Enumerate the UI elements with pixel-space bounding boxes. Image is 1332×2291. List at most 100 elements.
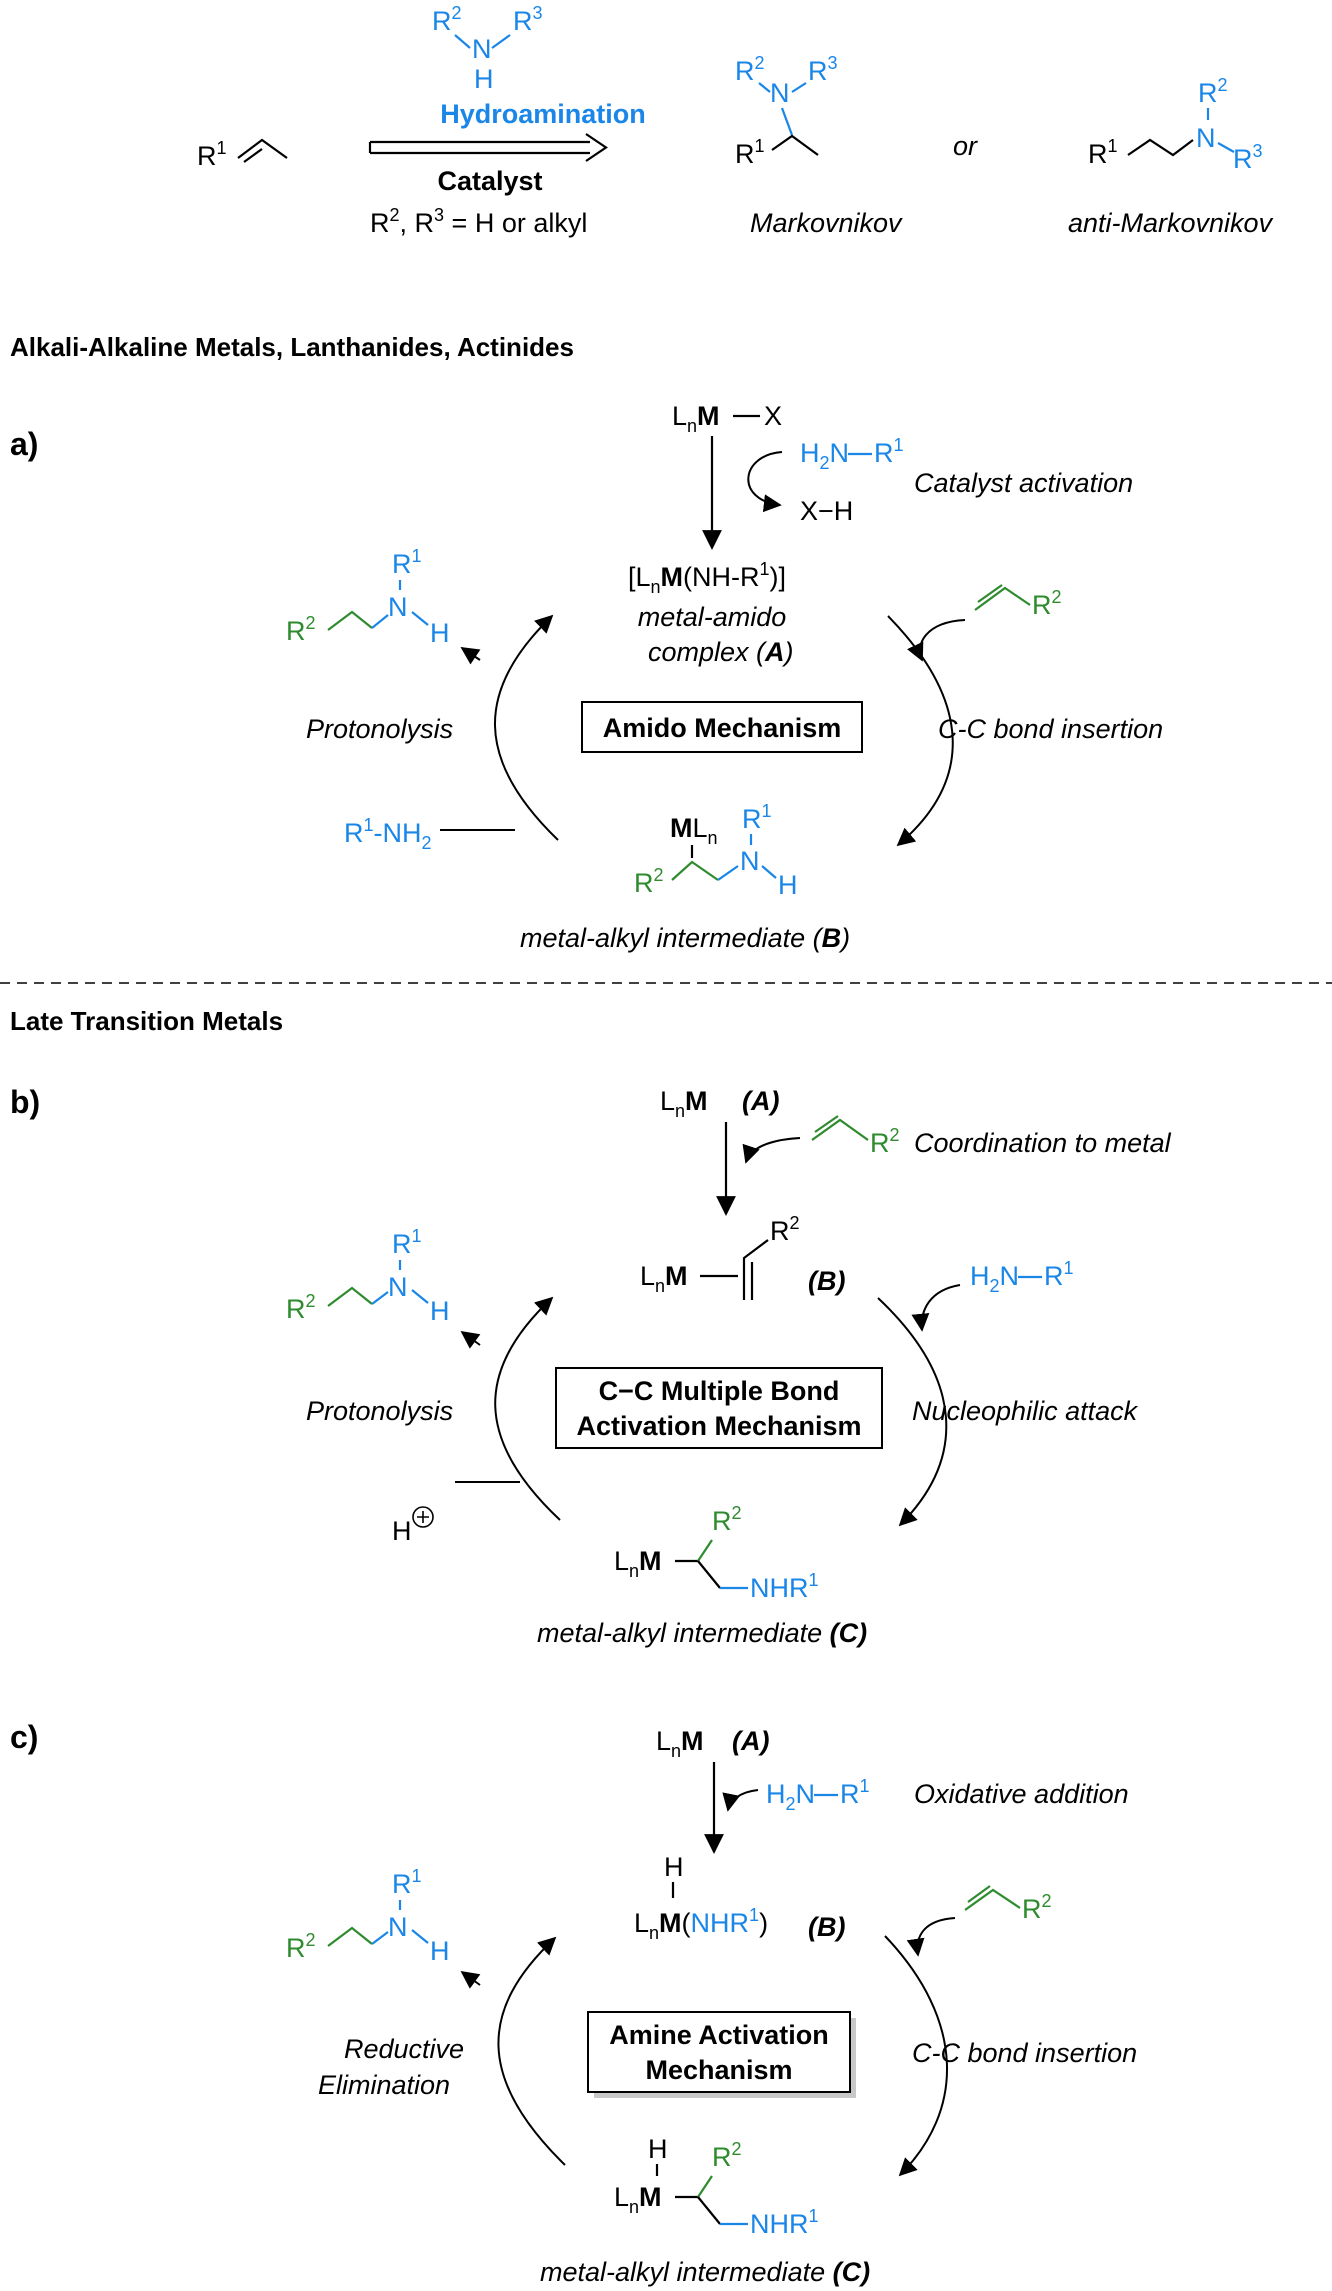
svg-text:H: H (664, 1852, 684, 1882)
nucleophilic-attack-label-b: Nucleophilic attack (912, 1396, 1139, 1426)
primary-amine-reagent-c: H2N (766, 1779, 815, 1814)
mechanism-box-b (555, 1367, 883, 1449)
byproduct-xh: X−H (800, 496, 853, 526)
mechanism-box-a (581, 701, 863, 753)
cycle-arc-left-a (494, 614, 559, 841)
svg-text:R2: R2 (712, 2139, 742, 2172)
panel-c: c) LnM (A) H2N R1 Oxidative addition H L… (10, 1719, 1137, 2287)
svg-text:R1: R1 (840, 1776, 870, 1809)
metal-amido-complex: [LnM(NH-R1)] (628, 559, 786, 597)
section-title-alkali: Alkali-Alkaline Metals, Lanthanides, Act… (10, 332, 574, 362)
alkene-reagent-c: R2 (1022, 1891, 1052, 1924)
catalyst-letter-c: (A) (732, 1726, 769, 1756)
amine-reagent-structure: R2 N H R3 (432, 3, 543, 94)
primary-amine-reagent-b: H2N (970, 1261, 1019, 1296)
svg-text:R2: R2 (1032, 587, 1062, 620)
catalyst-lnm-c: LnM (656, 1726, 704, 1761)
pi-complex-b: LnM R2 (640, 1213, 800, 1300)
svg-text:R2: R2 (286, 613, 316, 646)
mechanism-title-b-2: Activation Mechanism (576, 1411, 861, 1441)
svg-text:LnM: LnM (640, 1261, 688, 1296)
svg-text:MLn: MLn (670, 813, 718, 848)
complex-a-name-1: metal-amido (638, 602, 787, 632)
protonolysis-label-b: Protonolysis (306, 1396, 453, 1426)
or-label: or (953, 131, 978, 161)
svg-text:R2: R2 (712, 1503, 742, 1536)
svg-text:LnM: LnM (614, 2182, 662, 2217)
pi-complex-letter-b: (B) (808, 1266, 845, 1296)
svg-text:R2: R2 (634, 865, 664, 898)
svg-text:X: X (764, 401, 782, 431)
protonolysis-label-a: Protonolysis (306, 714, 453, 744)
intermediate-label-a: metal-alkyl intermediate (B) (520, 923, 850, 953)
mechanism-title-c-1: Amine Activation (609, 2020, 829, 2050)
svg-text:R1: R1 (735, 136, 765, 169)
catalyst-label: Catalyst (437, 166, 542, 196)
svg-text:N: N (472, 34, 492, 64)
svg-text:R2: R2 (770, 1213, 800, 1246)
header-reaction: R1 R2 N H R3 Hydroamination Catalyst R2,… (197, 3, 1274, 238)
mechanism-box-c (587, 2011, 851, 2093)
proton-b: H (392, 1516, 412, 1546)
catalyst-lnmx: LnM (672, 401, 720, 436)
complex-a-name-2: complex (A) (648, 637, 794, 667)
alkene-reagent-a: R2 (974, 584, 1062, 620)
mechanism-title-c-2: Mechanism (645, 2055, 792, 2085)
reaction-arrow (368, 133, 608, 162)
svg-text:R1: R1 (742, 801, 772, 834)
metal-alkyl-intermediate-c-b: LnM R2 NHR1 (614, 1503, 819, 1603)
anti-markovnikov-product: R1 N R2 R3 (1088, 75, 1263, 174)
svg-text:R1: R1 (392, 546, 422, 579)
panel-b-label: b) (10, 1084, 40, 1120)
metal-alkyl-intermediate-c-c: H LnM R2 NHR1 (614, 2134, 819, 2239)
plus-charge-icon (412, 1506, 434, 1528)
svg-text:N: N (388, 1272, 408, 1302)
svg-text:H: H (474, 64, 494, 94)
cycle-arc-right-a (887, 615, 954, 847)
svg-text:R1: R1 (392, 1866, 422, 1899)
svg-text:R1: R1 (392, 1226, 422, 1259)
panel-a: a) LnM X H2N R1 Catalyst activation X−H … (10, 401, 1163, 953)
mechanism-title-a: Amido Mechanism (603, 713, 842, 743)
svg-text:H: H (778, 870, 798, 900)
svg-text:R1: R1 (1044, 1258, 1074, 1291)
svg-text:R2: R2 (735, 53, 765, 86)
markovnikov-product: R2 N R3 R1 (735, 53, 838, 169)
catalyst-letter-b: (A) (742, 1086, 779, 1116)
svg-text:NHR1: NHR1 (750, 2206, 819, 2239)
svg-text:N: N (388, 1912, 408, 1942)
svg-text:LnM: LnM (614, 1546, 662, 1581)
mechanism-title-b-1: C−C Multiple Bond (599, 1376, 840, 1406)
panel-c-label: c) (10, 1719, 38, 1755)
svg-text:H: H (430, 1936, 450, 1966)
hydride-amido-complex-b: H LnM(NHR1) (634, 1852, 768, 1943)
svg-text:R3: R3 (513, 3, 543, 36)
svg-text:R1: R1 (1088, 136, 1118, 169)
intermediate-label-c: metal-alkyl intermediate (C) (540, 2257, 870, 2287)
svg-text:H: H (430, 1296, 450, 1326)
product-release-arrow-a (460, 647, 481, 665)
primary-amine-reagent-a: H2N (800, 438, 849, 473)
svg-text:N: N (770, 78, 790, 108)
svg-text:LnM(NHR1): LnM(NHR1) (634, 1905, 768, 1943)
svg-text:R1: R1 (197, 138, 227, 171)
svg-text:R3: R3 (1233, 141, 1263, 174)
svg-text:H: H (430, 618, 450, 648)
product-amine-a: R2 N R1 H (286, 546, 450, 648)
svg-text:R2: R2 (286, 1291, 316, 1324)
insertion-label-c: C-C bond insertion (912, 2038, 1137, 2068)
svg-text:N: N (388, 592, 408, 622)
insertion-label-a: C-C bond insertion (938, 714, 1163, 744)
terminal-alkene-reactant: R1 (197, 138, 288, 171)
svg-text:R2: R2 (870, 1125, 900, 1158)
svg-text:R2: R2 (432, 3, 462, 36)
svg-text:R2: R2 (286, 1930, 316, 1963)
svg-text:R1: R1 (874, 435, 904, 468)
amine-reagent-a: R1-NH2 (344, 815, 432, 853)
product-amine-b: R2 N R1 H (286, 1226, 450, 1326)
panel-b: b) LnM (A) R2 Coordination to metal LnM … (10, 1084, 1172, 1648)
svg-text:R3: R3 (808, 53, 838, 86)
hydride-letter-c: (B) (808, 1912, 845, 1942)
oxidative-addition-label-c: Oxidative addition (914, 1779, 1129, 1809)
metal-alkyl-intermediate-b-a: MLn R2 N R1 H (634, 801, 798, 900)
